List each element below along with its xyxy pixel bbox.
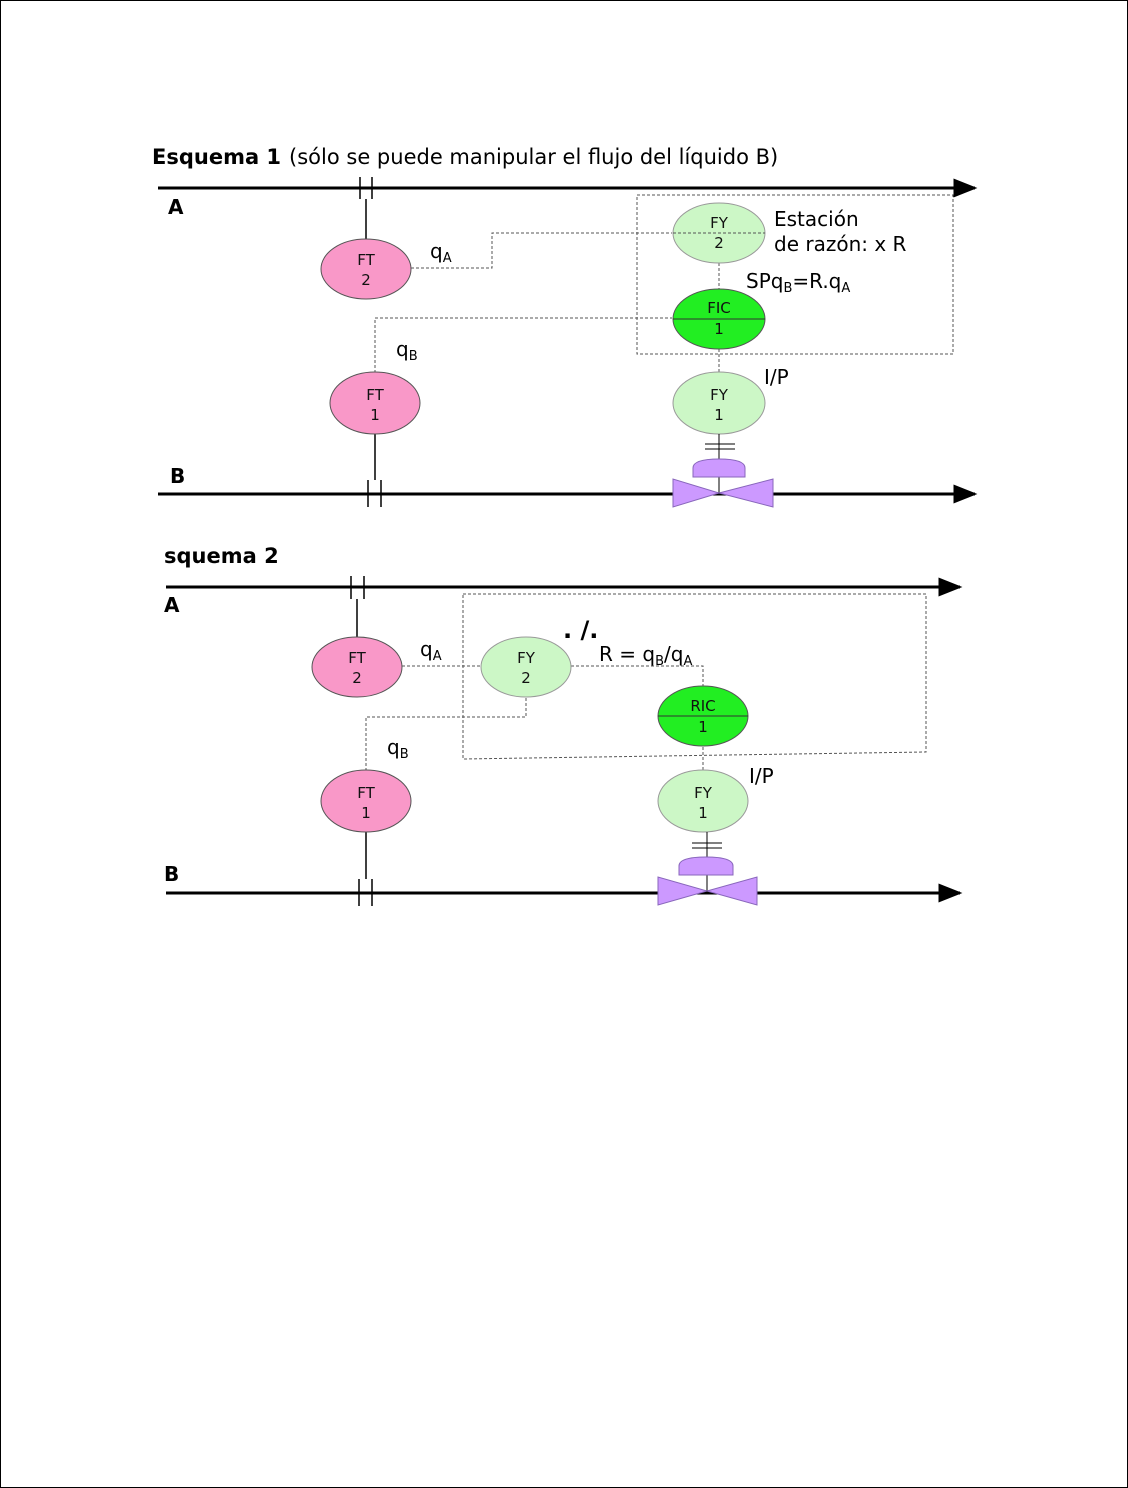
divide-symbol: . /. [563,616,598,644]
ip-label-2: I/P [749,764,774,788]
svg-text:2: 2 [361,271,371,289]
svg-text:1: 1 [698,804,708,822]
scheme-2-title: squema 2 [164,544,279,568]
svg-text:FY: FY [710,214,729,232]
svg-text:1: 1 [361,804,371,822]
svg-text:FT: FT [357,251,375,269]
svg-text:FT: FT [366,386,384,404]
setpoint-equation: SPqB=R.qA [746,269,850,296]
qb-signal-line [375,318,672,373]
svg-text:FY: FY [517,649,536,667]
ft2-transmitter-2: FT 2 [312,637,402,697]
svg-text:RIC: RIC [690,697,715,715]
qa-label-2: qA [420,637,442,664]
station-label-line2: de razón: x R [774,232,907,256]
scheme-2: squema 2 A B FT 2 [164,544,960,906]
svg-text:2: 2 [352,669,362,687]
fy2-relay-2: FY 2 [481,637,571,697]
svg-text:FIC: FIC [707,299,731,317]
svg-text:FY: FY [710,386,729,404]
qb-label: qB [396,337,418,364]
svg-text:FT: FT [357,784,375,802]
svg-text:1: 1 [714,406,724,424]
line-a-label-2: A [164,593,180,617]
fy1-transducer-2: FY 1 [658,770,748,832]
fic1-controller: FIC 1 [673,289,765,349]
scheme-1: Esquema 1(sólo se puede manipular el flu… [152,145,975,507]
control-valve-1 [673,434,773,507]
svg-text:1: 1 [370,406,380,424]
svg-text:2: 2 [521,669,531,687]
fy2-ric1-signal [571,666,703,686]
svg-text:1: 1 [698,718,708,736]
line-b-label-2: B [164,862,179,886]
svg-text:2: 2 [714,234,724,252]
ft2-transmitter: FT 2 [321,239,411,299]
qb-signal-line-2 [366,697,526,771]
ft1-transmitter-2: FT 1 [321,770,411,832]
line-b-label: B [170,464,185,488]
svg-text:FT: FT [348,649,366,667]
fy1-transducer: FY 1 [673,372,765,434]
ric1-controller: RIC 1 [658,686,748,746]
fy2-relay: FY 2 [673,203,765,263]
ft1-transmitter: FT 1 [330,372,420,434]
line-a-label: A [168,195,184,219]
station-label-line1: Estación [774,207,859,231]
ratio-equation: R = qB/qA [599,642,692,669]
qb-label-2: qB [387,735,409,762]
qa-label: qA [430,239,452,266]
svg-text:FY: FY [694,784,713,802]
ip-label-1: I/P [764,365,789,389]
scheme-1-title: Esquema 1(sólo se puede manipular el flu… [152,145,778,169]
svg-text:1: 1 [714,320,724,338]
